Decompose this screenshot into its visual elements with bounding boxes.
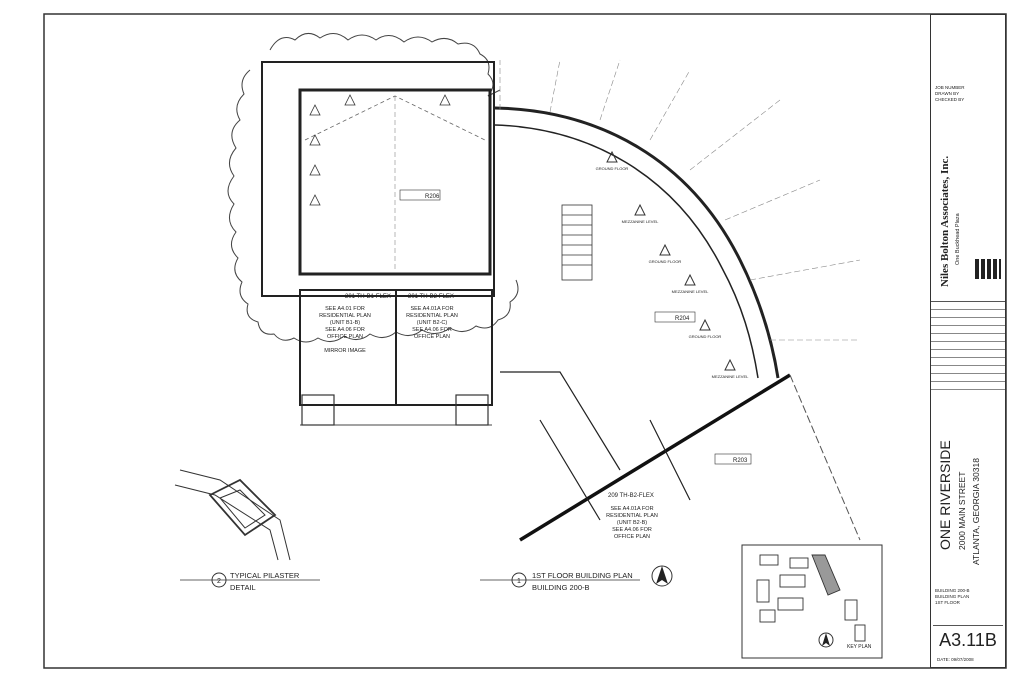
column-markers [309,94,451,206]
building-outer-wall [261,61,495,297]
svg-text:GROUND FLOOR: GROUND FLOOR [649,259,682,264]
svg-text:RESIDENTIAL PLAN: RESIDENTIAL PLAN [606,513,658,519]
svg-text:(UNIT B2-B): (UNIT B2-B) [617,520,647,526]
project-city: ATLANTA, GEORGIA 30318 [971,458,981,565]
revision-table [931,301,1005,392]
svg-text:SEE A4.01A FOR: SEE A4.01A FOR [410,306,453,312]
svg-text:SEE A4.01 FOR: SEE A4.01 FOR [325,306,365,312]
diagonal-wing-wall [519,373,791,542]
svg-text:SEE A4.06 FOR: SEE A4.06 FOR [325,327,365,333]
sheet-info: BUILDING 200-B BUILDING PLAN 1ST FLOOR [935,588,970,605]
svg-text:OFFICE PLAN: OFFICE PLAN [414,334,450,340]
plan-detail-subtitle: BUILDING 200-B [532,583,590,592]
roof-ridge-lines [304,95,486,141]
room-tag-r204 [654,311,696,323]
firm-address: One Buckhead Plaza [955,213,961,265]
level-markers: GROUND FLOOR MEZZANINE LEVEL GROUND FLOO… [596,150,749,379]
unit-label-209: 209 TH-B2-FLEX [608,493,654,499]
job-info: JOB NUMBER DRAWN BY CHECKED BY [935,85,965,102]
pilaster-detail [174,469,291,561]
svg-text:SEE A4.06 FOR: SEE A4.06 FOR [412,327,452,333]
room-tag-r204-text: R204 [675,316,690,322]
landscape-cloud [227,33,519,343]
svg-text:OFFICE PLAN: OFFICE PLAN [327,334,363,340]
firm-name: Niles Bolton Associates, Inc. [939,155,951,287]
right-entry [455,394,489,426]
unit-b2-outline [395,289,493,406]
room-tag-r203 [714,453,752,465]
room-tag-r206 [399,189,441,201]
note-low: SEE A4.01A FOR RESIDENTIAL PLAN (UNIT B2… [606,506,658,540]
plan-detail-title: 1ST FLOOR BUILDING PLAN [532,571,633,580]
project-name: ONE RIVERSIDE [937,440,953,550]
svg-text:RESIDENTIAL PLAN: RESIDENTIAL PLAN [406,313,458,319]
north-arrow-icon [651,565,673,587]
svg-text:MEZZANINE LEVEL: MEZZANINE LEVEL [622,219,659,224]
diagonal-wing-inner [500,371,691,521]
curved-facade-inner [494,124,759,379]
unit-label-b1: 201 TH-B1-FLEX [345,294,391,300]
svg-text:RESIDENTIAL PLAN: RESIDENTIAL PLAN [319,313,371,319]
building-inner-wall [298,88,492,276]
title-block: JOB NUMBER DRAWN BY CHECKED BY Niles Bol… [930,14,1006,668]
curved-facade-outer [494,106,780,379]
svg-text:OFFICE PLAN: OFFICE PLAN [614,534,650,540]
svg-text:(UNIT B2-C): (UNIT B2-C) [417,320,448,326]
note-left: SEE A4.01 FOR RESIDENTIAL PLAN (UNIT B1-… [319,306,371,340]
svg-text:SEE A4.06 FOR: SEE A4.06 FOR [612,527,652,533]
pilaster-detail-title: TYPICAL PILASTER [230,571,300,580]
key-plan-buildings [756,554,866,642]
right-property-line [789,374,861,541]
pilaster-detail-subtitle: DETAIL [230,583,256,592]
key-plan-frame [741,544,883,659]
project-street: 2000 MAIN STREET [957,471,967,550]
room-tag-r206-text: R206 [425,194,440,200]
svg-text:MEZZANINE LEVEL: MEZZANINE LEVEL [712,374,749,379]
svg-text:GROUND FLOOR: GROUND FLOOR [689,334,722,339]
note-mid: SEE A4.01A FOR RESIDENTIAL PLAN (UNIT B2… [406,306,458,340]
sheet-border [43,13,1007,669]
svg-text:(UNIT B1-B): (UNIT B1-B) [330,320,360,326]
unit-label-b2: 201 TH-B2-FLEX [408,294,454,300]
radial-grid-lines [499,59,861,341]
sheet-date: DATE: 09/07/2008 [937,657,974,662]
svg-text:GROUND FLOOR: GROUND FLOOR [596,166,629,171]
firm-logo [975,259,1001,279]
mirror-image-label: MIRROR IMAGE [324,348,366,354]
svg-text:SEE A4.01A FOR: SEE A4.01A FOR [610,506,653,512]
svg-text:MEZZANINE LEVEL: MEZZANINE LEVEL [672,289,709,294]
sheet-number: A3.11B [933,625,1003,651]
key-plan-north-icon [818,632,834,648]
left-entry [301,394,335,426]
plan-detail-number: 1 [517,578,521,585]
stair [561,204,593,281]
room-tag-r203-text: R203 [733,458,748,464]
key-plan-label: KEY PLAN [847,644,872,650]
pilaster-detail-number: 2 [217,578,221,585]
